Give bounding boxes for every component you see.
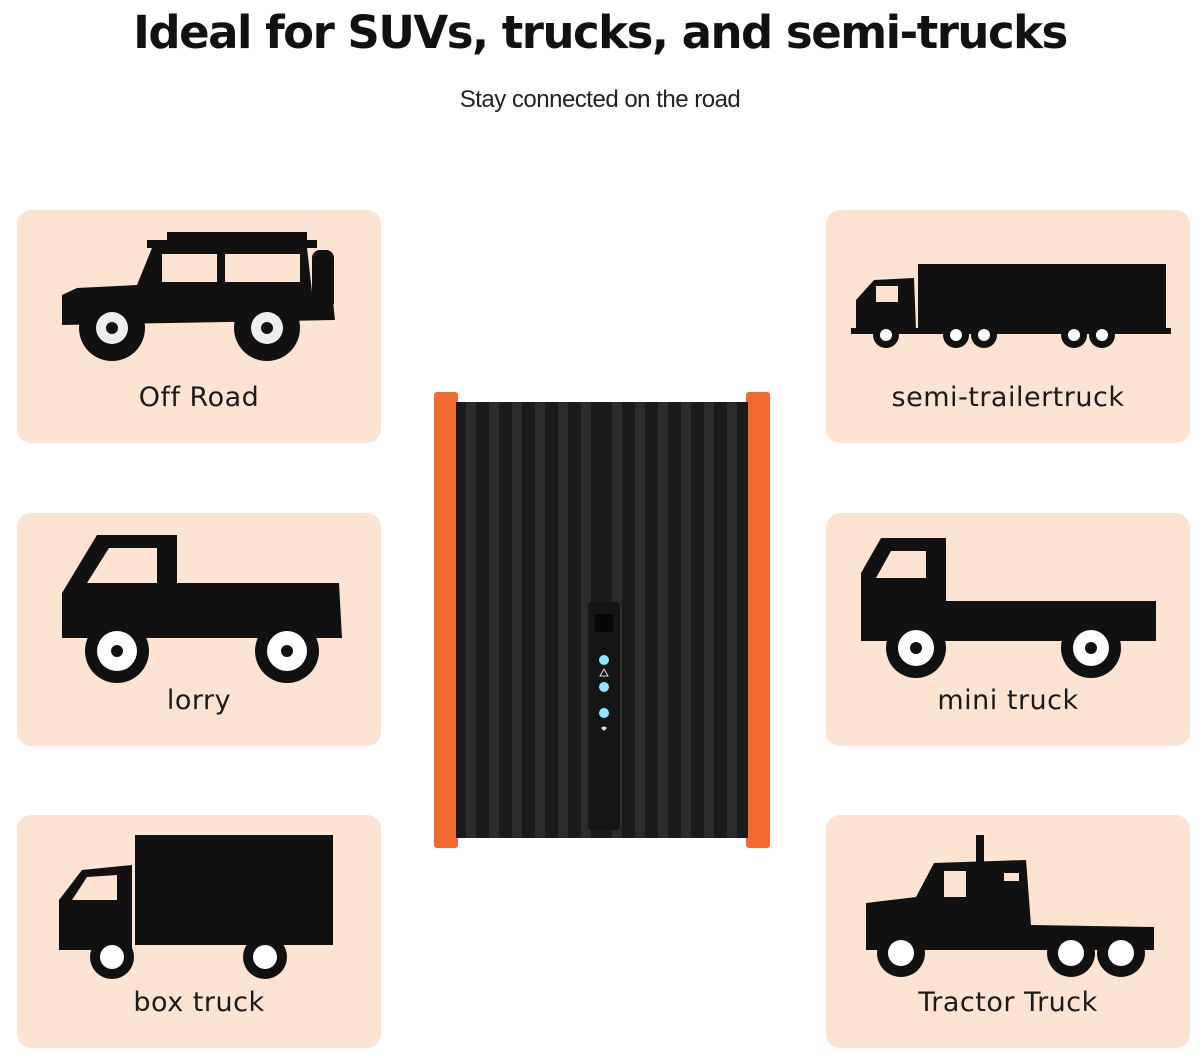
tractor-truck-icon [866,835,1154,977]
page-title: Ideal for SUVs, trucks, and semi-trucks [133,6,1068,59]
vehicle-card-mini-truck: mini truck [826,513,1190,746]
vehicle-card-box-truck: box truck [17,815,381,1048]
page-subtitle: Stay connected on the road [459,86,741,113]
vehicle-label: box truck [133,987,265,1018]
status-leds [599,655,609,718]
mini-truck-icon [861,538,1156,678]
vehicle-card-lorry: lorry [17,513,381,746]
vehicle-label: mini truck [937,685,1079,716]
vehicle-label: Off Road [138,382,260,413]
vehicle-label: Tractor Truck [918,987,1098,1018]
semi-trailer-truck-icon [851,264,1171,348]
orange-side-bumper-right [746,392,770,848]
router-device-image [434,392,770,848]
lorry-icon [62,535,342,683]
orange-side-bumper-left [434,392,458,848]
box-truck-icon [59,835,333,979]
off-road-suv-icon [62,232,335,361]
vehicle-label: semi-trailertruck [891,382,1125,413]
vehicle-card-tractor-truck: Tractor Truck [826,815,1190,1048]
sim-slot [595,614,613,632]
vehicle-card-off-road: Off Road [17,210,381,443]
vehicle-label: lorry [166,685,232,716]
vehicle-card-semi-trailer-truck: semi-trailertruck [826,210,1190,443]
